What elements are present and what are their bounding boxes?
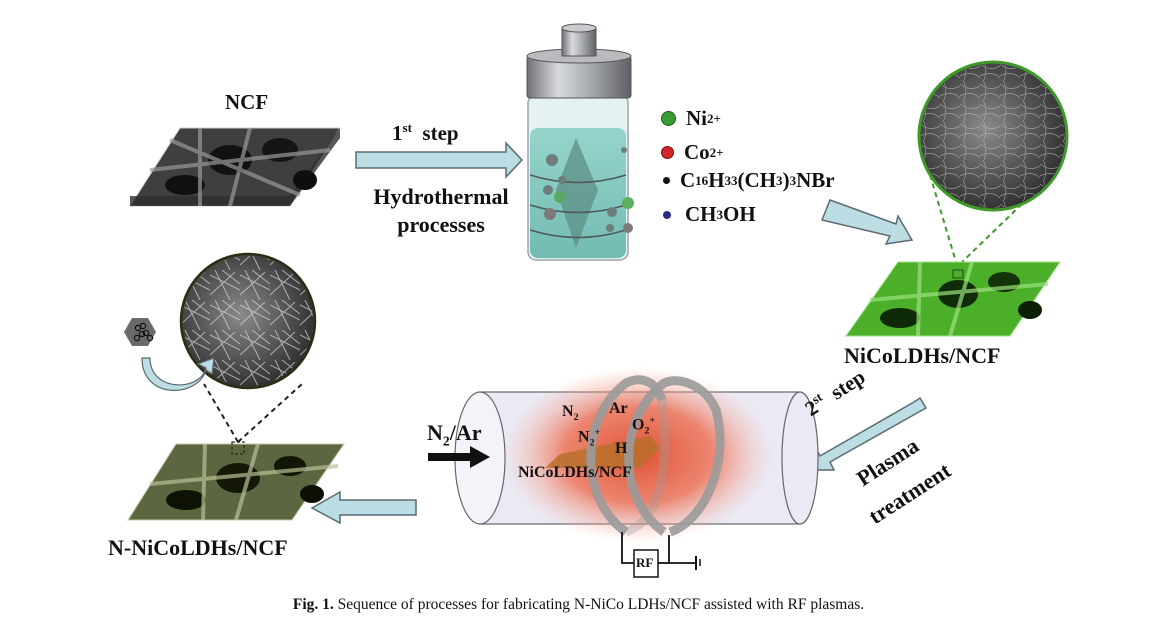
step1-process-line1: Hydrothermal	[373, 184, 509, 209]
methanol-part: OH	[723, 202, 756, 226]
methanol-part: 3	[716, 206, 724, 222]
step1-arrow	[355, 141, 524, 179]
species-n2-ion-base: N	[578, 428, 590, 446]
step1-word: step	[422, 121, 459, 145]
curved-arrow	[141, 357, 215, 391]
ctab-part: )	[782, 168, 790, 192]
nicoldhs-label: NiCoLDHs/NCF	[844, 343, 1001, 368]
reagent-ni-base: Ni	[686, 106, 707, 130]
methanol-dot-icon	[663, 210, 671, 219]
ni-dot-icon	[661, 111, 676, 126]
plasma-sample-label: NiCoLDHs/NCF	[518, 464, 632, 481]
gas-n: N	[427, 420, 443, 445]
rf-label: RF	[636, 555, 654, 570]
ctab-part: 3	[789, 172, 797, 188]
ctab-part: 16	[695, 172, 709, 188]
gas-inlet-arrow	[428, 446, 490, 468]
step1-number: 1	[392, 121, 403, 145]
reagent-co-charge: 2+	[709, 144, 724, 160]
species-n2-ion-charge: +	[594, 427, 601, 438]
caption-prefix: Fig. 1.	[292, 596, 334, 613]
gas-rest: /Ar	[449, 420, 482, 445]
nicoldhs-foam-image	[845, 261, 1061, 337]
step1-ordinal: st	[402, 120, 412, 135]
rf-source-box	[633, 549, 659, 578]
ctab-dot-icon	[663, 177, 670, 184]
ctab-part: C	[680, 168, 696, 192]
ncf-foam-image	[129, 127, 341, 207]
gas-n-sub: 2	[442, 433, 450, 449]
figure-caption: Fig. 1. Sequence of processes for fabric…	[0, 596, 1157, 614]
to-final-arrow	[310, 490, 417, 525]
species-h: H	[615, 440, 628, 457]
gas-inlet-label: N2/Ar	[427, 420, 481, 449]
species-n2-sub: 2	[573, 412, 579, 424]
species-o2-ion: O2+	[632, 415, 655, 437]
n-nicoldhs-foam-image	[127, 383, 345, 521]
reagent-ni-charge: 2+	[707, 110, 721, 126]
caption-text: Sequence of processes for fabricating N-…	[333, 596, 865, 613]
species-n2: N2	[562, 403, 579, 423]
ctab-part: H	[708, 168, 725, 192]
nicoldhs-sem-inset	[917, 60, 1069, 263]
ctab-part: 3	[776, 172, 783, 188]
hydrothermal-autoclave	[526, 23, 634, 261]
ctab-part: 33	[724, 172, 738, 188]
ctab-part: (CH	[737, 168, 777, 192]
ctab-part: NBr	[796, 168, 835, 192]
step1-label: 1st step	[392, 120, 459, 146]
methanol-part: CH	[685, 202, 717, 226]
plasma-reactor	[454, 367, 819, 543]
co-dot-icon	[661, 146, 674, 159]
ncf-label: NCF	[225, 90, 269, 114]
n-nicoldhs-sem-inset	[179, 252, 317, 390]
species-ar: Ar	[609, 400, 628, 417]
species-n2-ion-sub: 2	[589, 437, 595, 449]
step1-process-line2: processes	[397, 212, 485, 237]
species-n2-ion: N2+	[578, 427, 600, 449]
species-n2-base: N	[562, 403, 574, 420]
rf-circuit	[621, 532, 701, 578]
reagent-co-base: Co	[684, 140, 710, 164]
species-o2-ion-base: O	[632, 416, 645, 434]
to-nicoldhs-arrow	[820, 199, 914, 245]
n-nicoldhs-label: N-NiCoLDHs/NCF	[108, 535, 288, 560]
hexagon-nanosheet-icon	[124, 318, 156, 346]
species-o2-ion-sub: 2	[644, 425, 650, 437]
species-o2-ion-charge: +	[649, 415, 656, 426]
